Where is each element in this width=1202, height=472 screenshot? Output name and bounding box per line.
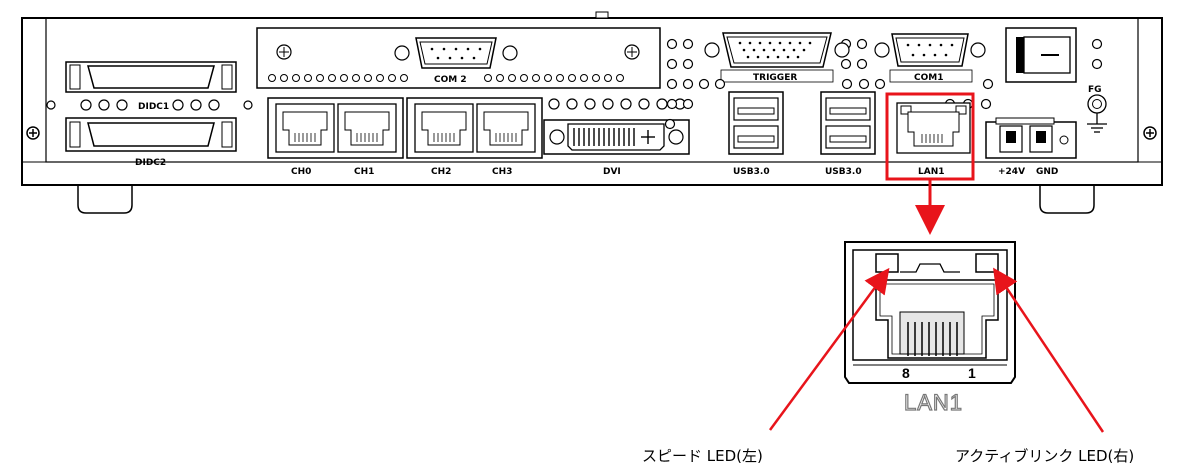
ch2-ch3-rj45-block: [406, 97, 543, 159]
didc1-connector: [65, 61, 237, 93]
usb3-port-a: [728, 91, 784, 155]
com1-indicator-circles: [841, 78, 994, 90]
speed-led: [875, 253, 899, 273]
right-mount-screw: [1143, 126, 1157, 140]
active-led-callout: アクティブリンク LED(右): [955, 447, 1134, 465]
com1-label: COM1: [914, 73, 943, 83]
com1-connector: [874, 33, 986, 83]
power-switch: [1005, 27, 1077, 83]
didc2-label: DIDC2: [135, 158, 166, 168]
power-terminal: [985, 117, 1077, 159]
fg-label: FG: [1088, 85, 1102, 95]
dvi-indicator-circles: [548, 98, 686, 110]
lan1-label-small: LAN1: [918, 167, 945, 177]
ch2-label: CH2: [431, 167, 451, 177]
usb3-port-b: [820, 91, 876, 155]
trigger-label: TRIGGER: [753, 73, 797, 83]
usb3-label-a: USB3.0: [733, 167, 770, 177]
top-tab: [595, 11, 609, 19]
dvi-label: DVI: [603, 167, 621, 177]
trigger-connector: [704, 32, 850, 83]
usb3-label-b: USB3.0: [825, 167, 862, 177]
didc1-label: DIDC1: [138, 102, 169, 112]
speed-led-callout: スピード LED(左): [642, 447, 763, 465]
com2-label: COM 2: [434, 75, 467, 85]
ch1-label: CH1: [354, 167, 374, 177]
active-led-callout-line: [993, 267, 1105, 433]
didc1-indicator-circles: [46, 99, 253, 111]
ground-icon: [1087, 94, 1107, 133]
speed-led-callout-line: [768, 267, 890, 431]
trigger-indicator-circles: [698, 78, 726, 90]
lan1-port-small: [896, 102, 971, 154]
ch3-label: CH3: [492, 167, 512, 177]
didc2-connector: [65, 117, 237, 152]
gnd-label: GND: [1036, 167, 1058, 177]
com2-connector: [394, 37, 518, 69]
ch0-ch1-rj45-block: [267, 97, 404, 159]
lan1-zoom-label: LAN1: [904, 390, 963, 415]
pin-1-label: 1: [968, 365, 976, 381]
active-link-led: [975, 253, 999, 273]
pin-8-label: 8: [902, 365, 910, 381]
com2-indicator-circles: [268, 74, 624, 82]
lan1-zoom-view: [844, 241, 1016, 384]
left-foot: [77, 185, 133, 214]
v24-label: +24V: [998, 167, 1025, 177]
left-mount-screw: [26, 126, 40, 140]
ch0-label: CH0: [291, 167, 311, 177]
right-foot: [1039, 185, 1095, 214]
dvi-connector: [543, 119, 690, 155]
